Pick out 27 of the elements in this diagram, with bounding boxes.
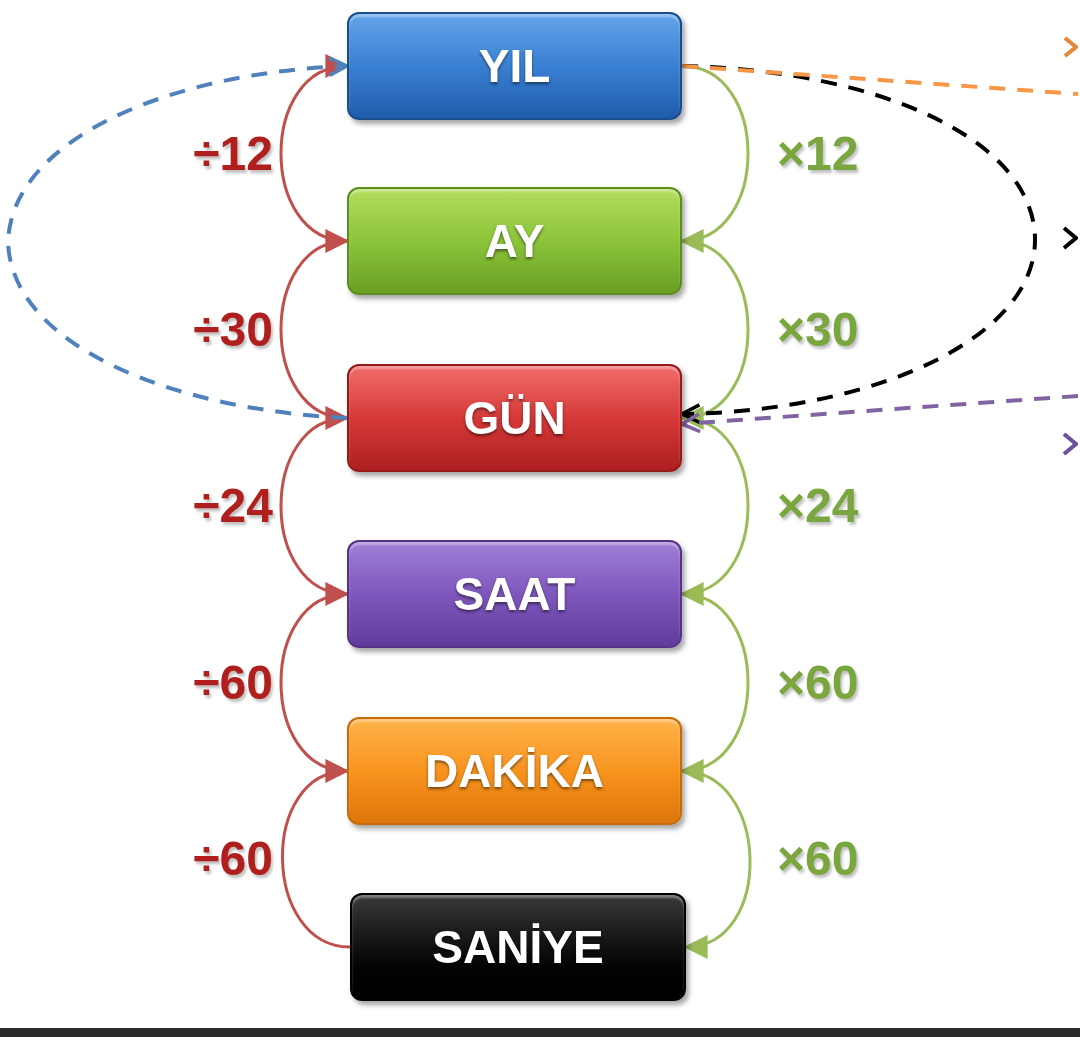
dashed-arrow bbox=[680, 64, 1037, 424]
unit-box bbox=[347, 12, 682, 120]
unit-name: DAKİKA bbox=[425, 748, 604, 794]
unit-name: AY bbox=[484, 218, 545, 264]
edge-label: ÷12 bbox=[193, 129, 273, 178]
dashed-arrow bbox=[6, 56, 349, 420]
unit-name: SANİYE bbox=[432, 924, 604, 970]
dashed-arrow bbox=[680, 394, 1079, 434]
curved-arrow bbox=[681, 769, 752, 956]
edge-label: ÷60 bbox=[193, 658, 273, 707]
unit-box bbox=[347, 717, 682, 825]
unit-box bbox=[347, 540, 682, 648]
unit-name: SAAT bbox=[453, 571, 576, 617]
edge-label: ×60 bbox=[777, 658, 859, 707]
edge-label: ×30 bbox=[777, 305, 859, 354]
edge-label: ÷60 bbox=[193, 835, 273, 883]
unit-box bbox=[350, 893, 686, 1001]
unit-box bbox=[347, 364, 682, 472]
unit-name: YIL bbox=[478, 43, 551, 89]
edge-label: ×12 bbox=[777, 129, 859, 178]
curved-arrow bbox=[281, 762, 351, 949]
edge-label: ÷30 bbox=[193, 305, 273, 354]
edge-label: ×24 bbox=[777, 482, 859, 530]
edge-label: ÷24 bbox=[193, 482, 273, 530]
unit-box bbox=[347, 187, 682, 295]
edge-label: ×60 bbox=[777, 835, 859, 883]
unit-name: GÜN bbox=[463, 395, 566, 441]
